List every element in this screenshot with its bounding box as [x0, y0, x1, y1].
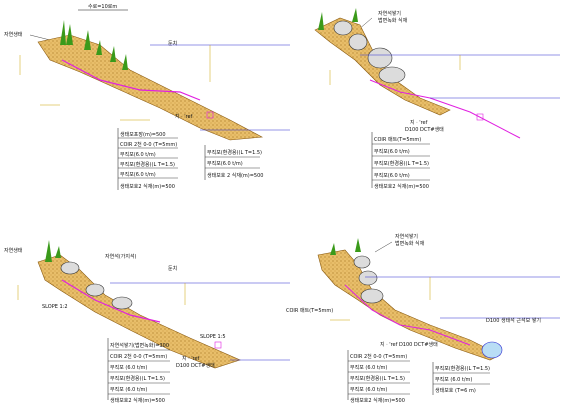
layer-note: 부직포(6.0 t/m) [120, 151, 156, 158]
panel-bottom-right: 자연석쌓기 법면녹화 식재 COIR 매트(T=5mm) D100 생태석 근석… [286, 233, 560, 404]
layer-note: 생태보호 (T=6 m) [435, 387, 476, 394]
right-layer-notes: 부직포(환경용)(L T=1.5) 부직포 (6.0 t/m) 생태보호 (T=… [432, 362, 490, 395]
layer-note: COIR 2천 0-0 (T=5mm) [120, 141, 177, 148]
layer-note: 부직포(환경용)(L T=1.5) [435, 365, 490, 372]
stone-base-circle [481, 341, 503, 359]
layer-note: 생태보호2 식재(m)=500 [350, 397, 405, 404]
layer-note: 생태보호 2 식재(m)=500 [207, 172, 263, 179]
natural-stones [353, 255, 384, 304]
circle-label: D100 생태석 근석보 쌓기 [486, 317, 541, 324]
layer-note: 부직포(환경용)(L T=1.5) [374, 160, 429, 167]
water-level-label: 지ㆍ'ref [175, 113, 193, 120]
layer-note: 부직포 (6.0 t/m) [350, 386, 387, 393]
layer-notes: 생태모포장(m)=500 COIR 2천 0-0 (T=5mm) 부직포(6.0… [117, 128, 178, 190]
sub-label: 법면녹화 식재 [378, 17, 408, 24]
slope-label-left: SLOPE 1:2 [42, 304, 68, 310]
layer-note: 부직포(환경용)(L T=1.5) [120, 161, 175, 168]
slope-label-right: SLOPE 1:5 [200, 334, 226, 340]
layer-note: 생태보호2 식재(m)=500 [120, 183, 175, 190]
liner-line [61, 59, 201, 101]
layer-note: COIR 매트(T=5mm) [374, 136, 421, 143]
layer-notes: 자연석쌓기(법면녹화)=300 COIR 2천 0-0 (T=5mm) 부직포 … [107, 338, 170, 404]
layer-note: 부직포(6.0 t/m) [120, 171, 156, 178]
vegetation-clump [330, 238, 361, 255]
liner-line [61, 279, 161, 323]
layer-note: 부직포(환경용)(L T=1.5) [207, 149, 262, 156]
stone-label: 자연석쌓기 [378, 10, 401, 17]
layer-note: 생태모포장(m)=500 [120, 131, 166, 138]
layer-note: 생태보호2 식재(m)=500 [110, 397, 165, 404]
liner-line [344, 284, 471, 346]
width-dimension-label: 수로=10로m [88, 4, 117, 10]
vegetation-label: 둔치 [168, 265, 177, 272]
layer-note: 생태보호2 식재(m)=500 [374, 183, 429, 190]
panel-bottom-left: 자연생태 자연석(가지석) 둔치 SLOPE 1:2 SLOPE 1:5 지ㆍ'… [4, 240, 290, 404]
sub-label: 법면녹화 식재 [395, 240, 425, 247]
soil-embankment [37, 34, 264, 141]
layer-note: COIR 2천 0-0 (T=5mm) [350, 353, 407, 360]
layer-note: 부직포(환경용)(L T=1.5) [110, 375, 165, 382]
vegetation-clump [318, 8, 358, 30]
layer-note: 부직포(6.0 t/m) [374, 148, 410, 155]
layer-note: 부직포(6.0 t/m) [374, 172, 410, 179]
sub-label-2: D100 DCT#생태 [405, 126, 444, 133]
stone-label: 자연석(가지석) [105, 253, 137, 260]
water-level-label: 지ㆍ'ref [182, 355, 200, 362]
layer-note: 부직포 (6.0 t/m) [435, 376, 472, 383]
layer-note: 자연석쌓기(법면녹화)=300 [110, 342, 169, 349]
natural-stones [333, 20, 406, 84]
panel-top-left: 수로=10로m 자연생태 둔치 지ㆍ'ref 생태모포장(m)=500 COIR… [4, 4, 290, 190]
layer-note: 부직포 (6.0 t/m) [350, 364, 387, 371]
layer-note: 부직포(환경용)(L T=1.5) [350, 375, 405, 382]
left-top-label: 자연생태 [4, 31, 23, 38]
layer-notes: COIR 2천 0-0 (T=5mm) 부직포 (6.0 t/m) 부직포(환경… [347, 350, 410, 404]
layer-note: COIR 2천 0-0 (T=5mm) [110, 353, 167, 360]
layer-notes: COIR 매트(T=5mm) 부직포(6.0 t/m) 부직포(환경용)(L T… [371, 132, 430, 190]
layer-note: 부직포(6.0 t/m) [207, 160, 243, 167]
left-side-label: COIR 매트(T=5mm) [286, 307, 333, 314]
vegetation-label: 둔치 [168, 40, 177, 47]
natural-stones [60, 261, 133, 310]
vegetation-clump [45, 240, 61, 262]
stone-label: 자연석쌓기 [395, 233, 418, 240]
layer-note: 부직포 (6.0 t/m) [110, 364, 147, 371]
sub-label-2: 지ㆍ'ref D100 DCT#생태 [380, 341, 438, 348]
panel-top-right: 자연석쌓기 법면녹화 식재 지ㆍ'ref D100 DCT#생태 COIR 매트… [314, 8, 560, 190]
water-level-label: 지ㆍ'ref [410, 119, 428, 126]
vegetation-clump [60, 20, 128, 70]
soil-embankment [37, 254, 241, 369]
sub-label-2: D100 DCT#생태 [176, 362, 215, 369]
right-layer-notes: 부직포(환경용)(L T=1.5) 부직포(6.0 t/m) 생태보호 2 식재… [204, 145, 263, 180]
left-top-label: 자연생태 [4, 247, 23, 254]
layer-note: 부직포 (6.0 t/m) [110, 386, 147, 393]
